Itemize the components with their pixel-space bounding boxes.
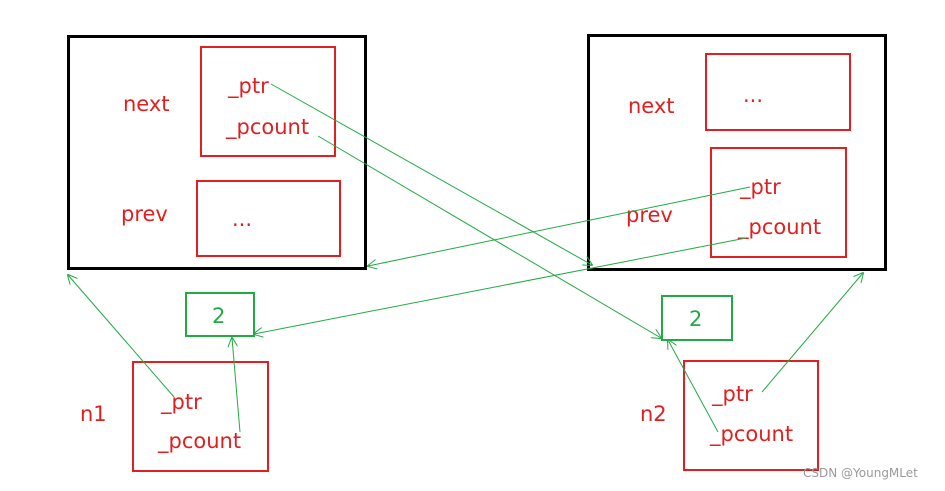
node-right-prev-field [710, 147, 847, 258]
arrow-n2-ptr-to-right-node [761, 273, 863, 393]
n1-box [132, 361, 269, 472]
n1-pcount: _pcount [158, 429, 242, 453]
count-box-right [661, 295, 733, 341]
arrow-left-next-ptr-to-right-node [270, 83, 592, 265]
n1-ptr: _ptr [161, 390, 202, 414]
node-right-prev-pcount: _pcount [738, 215, 822, 239]
n2-ptr: _ptr [712, 382, 753, 406]
arrow-right-prev-pcount-to-left-count [254, 237, 747, 334]
arrow-n1-pcount-to-left-count [232, 338, 241, 433]
watermark: CSDN @YoungMLet [803, 466, 918, 480]
node-right-next-field [705, 53, 851, 131]
count-left-value: 2 [212, 304, 226, 328]
n2-label: n2 [640, 402, 667, 426]
node-left-next-label: next [123, 92, 170, 116]
n1-label: n1 [80, 402, 107, 426]
arrow-right-prev-ptr-to-left-node [368, 186, 751, 266]
node-left-next-ptr: _ptr [228, 74, 269, 98]
node-right-next-value: ... [743, 83, 764, 107]
count-box-left [185, 292, 255, 337]
n2-box [683, 360, 819, 471]
node-left-next-pcount: _pcount [226, 115, 310, 139]
node-right-next-label: next [628, 94, 675, 118]
arrow-n2-pcount-to-right-count [668, 340, 719, 433]
node-right-prev-ptr: _ptr [740, 175, 781, 199]
node-left-prev-value: ... [232, 207, 253, 231]
node-right [587, 34, 887, 271]
arrow-left-next-pcount-to-right-count [317, 135, 661, 338]
arrow-n1-ptr-to-left-node [68, 275, 175, 398]
node-left-prev-label: prev [121, 202, 168, 226]
n2-pcount: _pcount [710, 422, 794, 446]
count-right-value: 2 [689, 307, 703, 331]
node-left-next-field [200, 46, 336, 157]
node-left [67, 35, 367, 270]
node-left-prev-field [196, 180, 341, 257]
